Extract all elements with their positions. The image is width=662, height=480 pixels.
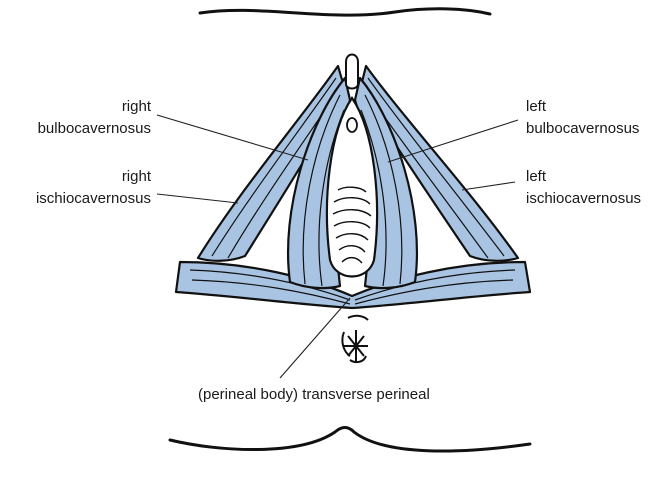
- label-right-ischiocavernosus-line2: ischiocavernosus: [6, 188, 151, 210]
- label-right-bulbocavernosus: right bulbocavernosus: [6, 96, 151, 140]
- leader-perineal-body: [280, 298, 350, 378]
- label-right-ischiocavernosus: right ischiocavernosus: [6, 166, 151, 210]
- label-right-ischiocavernosus-line1: right: [6, 166, 151, 188]
- urethral-opening: [347, 118, 357, 132]
- clitoris: [346, 55, 358, 89]
- upper-contour-line: [200, 9, 490, 15]
- label-right-bulbocavernosus-line2: bulbocavernosus: [6, 118, 151, 140]
- leader-left-ischiocavernosus: [462, 182, 515, 190]
- label-left-bulbocavernosus-line2: bulbocavernosus: [526, 118, 660, 140]
- anus: [342, 316, 368, 362]
- label-left-ischiocavernosus-line2: ischiocavernosus: [526, 188, 660, 210]
- leader-right-ischiocavernosus: [157, 194, 238, 203]
- label-perineal-body: (perineal body) transverse perineal: [198, 384, 430, 406]
- label-left-bulbocavernosus: left bulbocavernosus: [526, 96, 660, 140]
- label-right-bulbocavernosus-line1: right: [6, 96, 151, 118]
- lower-contour-line: [170, 428, 530, 452]
- label-left-bulbocavernosus-line1: left: [526, 96, 660, 118]
- label-left-ischiocavernosus-line1: left: [526, 166, 660, 188]
- label-left-ischiocavernosus: left ischiocavernosus: [526, 166, 660, 210]
